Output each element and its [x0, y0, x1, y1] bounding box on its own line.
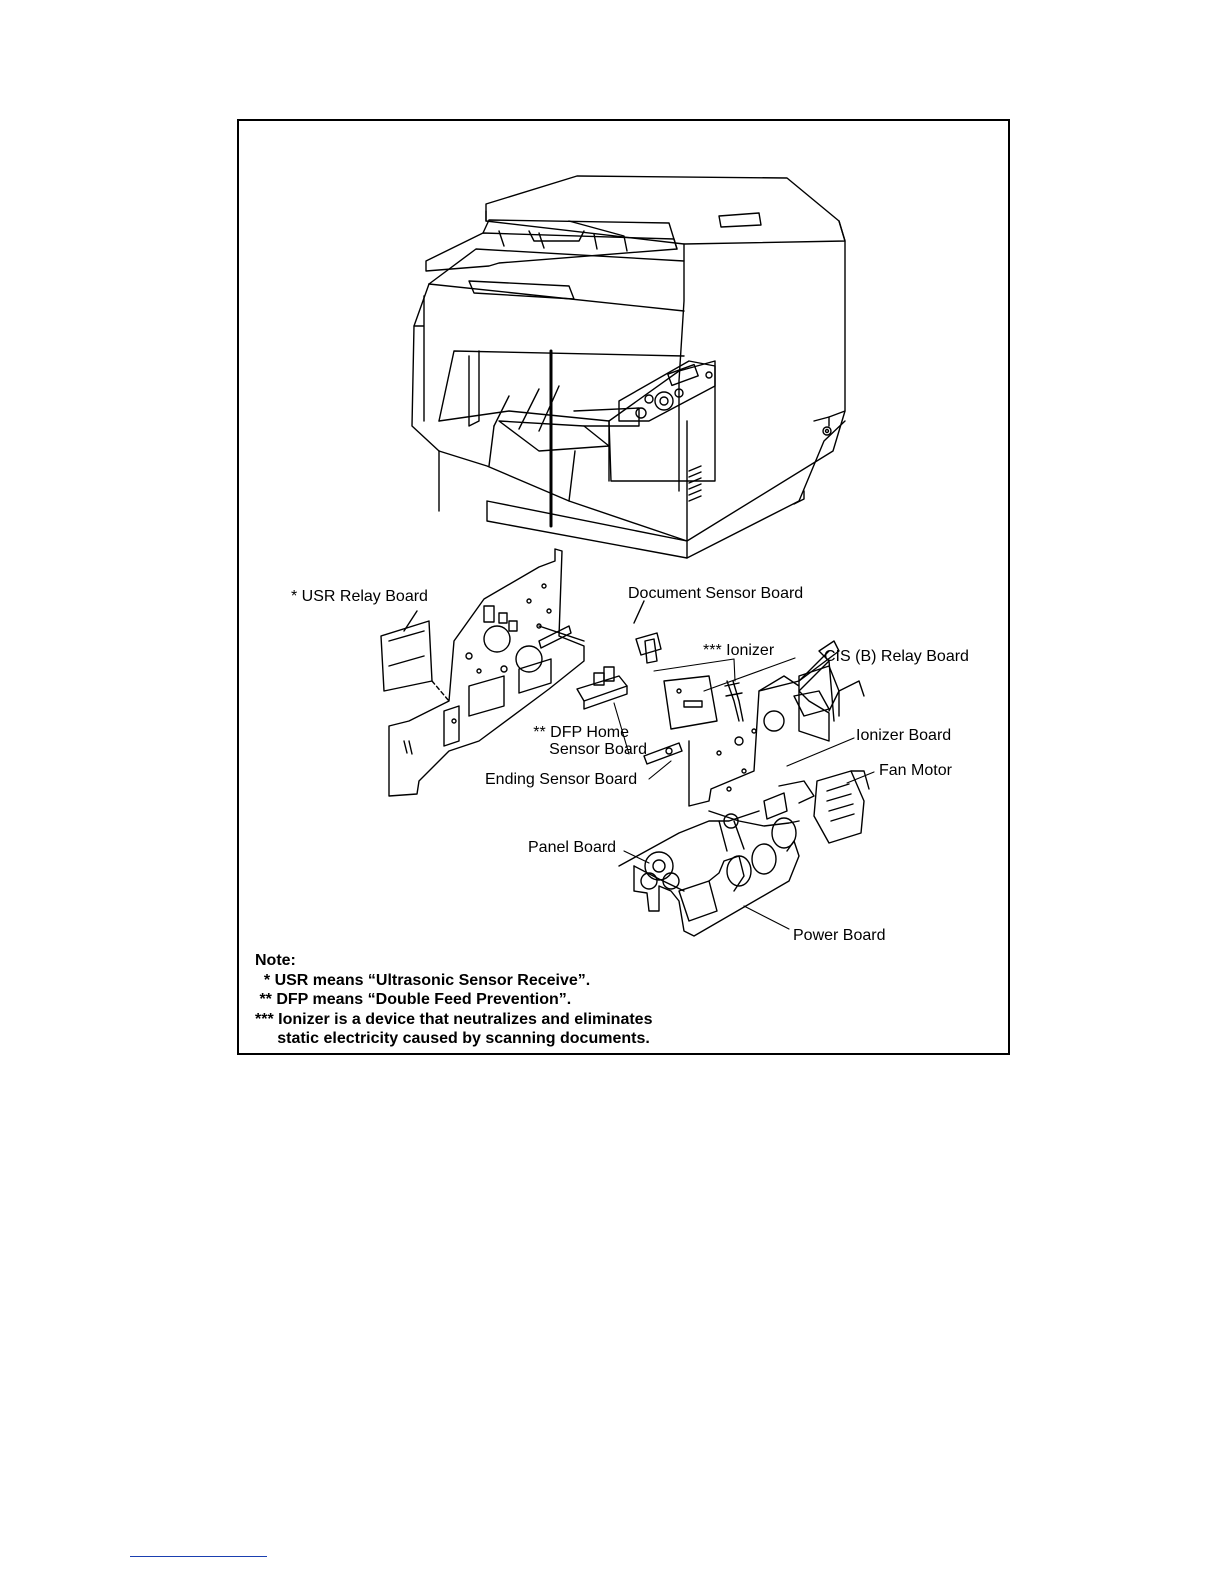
note-block: Note: * USR means “Ultrasonic Sensor Rec… [255, 951, 652, 1049]
cis-b-relay-board-drawing [663, 675, 718, 730]
label-cis-b-relay-board: CIS (B) Relay Board [824, 648, 969, 665]
exploded-view-illustration [380, 175, 875, 937]
ionizer-drawing [724, 680, 744, 722]
left-frame-plate [388, 548, 585, 797]
label-panel-board: Panel Board [528, 839, 617, 856]
note-heading: Note: [255, 952, 296, 969]
label-document-sensor-board: Document Sensor Board [628, 585, 804, 602]
figure-frame: * USR Relay Board Document Sensor Board … [237, 119, 1010, 1055]
note-line: static electricity caused by scanning do… [255, 1030, 650, 1047]
label-ionizer: *** Ionizer [703, 642, 775, 659]
document-sensor-board-drawing [633, 600, 662, 664]
note-line: * USR means “Ultrasonic Sensor Receive”. [255, 971, 591, 989]
label-usr-relay-board: * USR Relay Board [291, 588, 428, 605]
label-dfp-home-line1: ** DFP Home [533, 724, 629, 741]
label-fan-motor: Fan Motor [879, 762, 952, 779]
label-dfp-home-line2: Sensor Board [549, 741, 647, 758]
dfp-home-sensor-board-drawing [576, 666, 628, 710]
label-power-board: Power Board [793, 927, 886, 944]
label-ionizer-board: Ionizer Board [856, 727, 952, 744]
fan-motor-drawing [813, 770, 870, 844]
ending-sensor-board-drawing [643, 742, 683, 765]
note-line: *** Ionizer is a device that neutralizes… [255, 1010, 653, 1028]
leader-lines [613, 657, 875, 930]
note-line: ** DFP means “Double Feed Prevention”. [255, 991, 572, 1008]
right-frame-assembly [618, 640, 870, 937]
footer-rule [130, 1556, 267, 1557]
scanner-illustration [411, 175, 846, 559]
usr-relay-board-drawing [380, 610, 450, 702]
label-ending-sensor-board: Ending Sensor Board [485, 771, 638, 788]
